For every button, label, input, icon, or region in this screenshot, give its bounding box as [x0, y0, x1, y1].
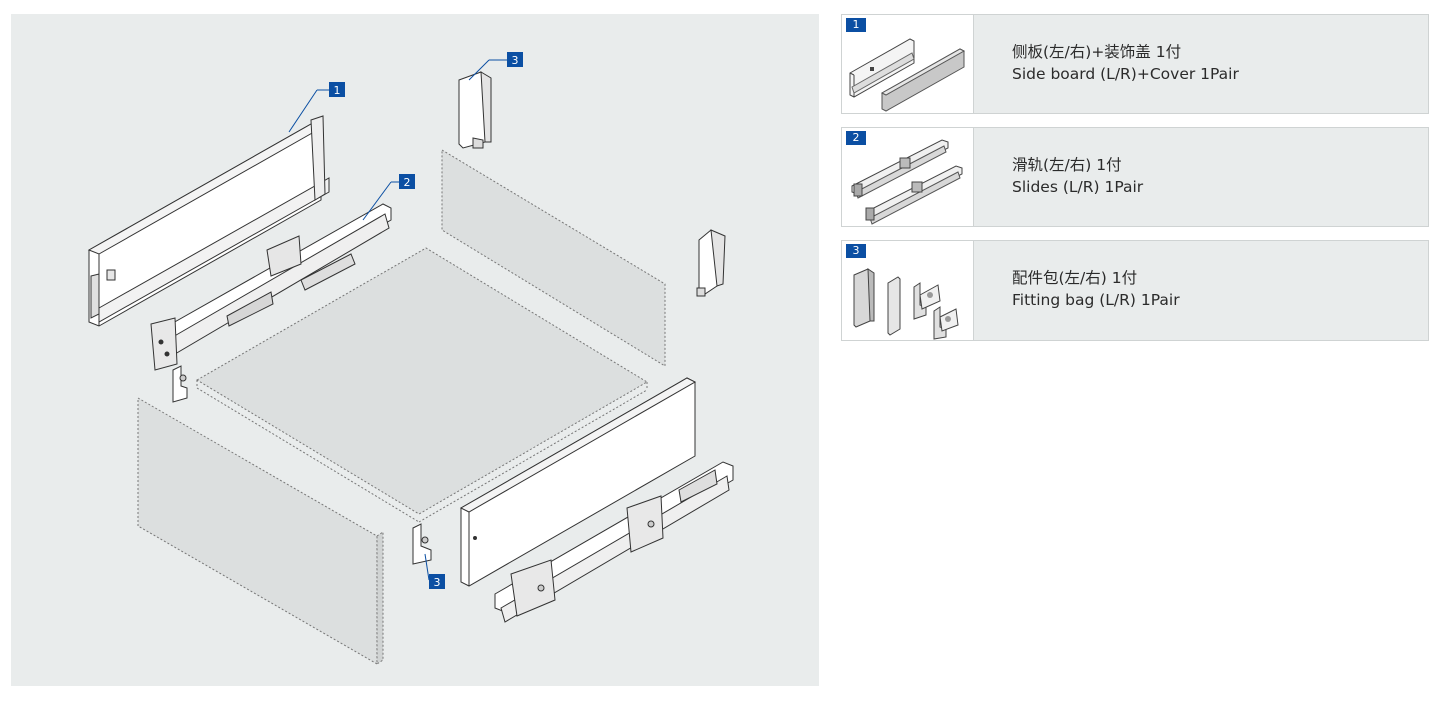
- marker-1: 1: [329, 82, 345, 97]
- rear-bracket-right: [696, 229, 726, 297]
- legend-en-2: Slides (L/R) 1Pair: [1012, 178, 1144, 196]
- marker-2: 2: [399, 174, 415, 189]
- legend-number-3: 3: [846, 244, 866, 258]
- marker-1-label: 1: [334, 84, 341, 97]
- legend-cn-3: 配件包(左/右) 1付: [1012, 269, 1138, 287]
- legend-en-3: Fitting bag (L/R) 1Pair: [1012, 291, 1180, 309]
- legend-item-2: 2 滑轨(左/右) 1付 Slides (L/R) 1Pair: [841, 127, 1429, 227]
- legend-number-1: 1: [846, 18, 866, 32]
- legend-thumbnail-3: 3: [842, 241, 974, 340]
- fitting-bag-icon: [853, 268, 959, 340]
- right-slide-rail: [494, 461, 734, 623]
- drawer-assembly-drawing: 1 2 3 3: [87, 52, 734, 665]
- legend-item-3: 3 配件包(左/右) 1付 Fitting bag (L/R) 1Pair: [841, 240, 1429, 341]
- marker-3-top: 3: [507, 52, 523, 67]
- right-side-board: [459, 377, 697, 587]
- legend-thumbnail-1: 1: [842, 15, 974, 113]
- left-slide-rail: [150, 203, 392, 371]
- front-panel: [137, 397, 378, 665]
- legend-text-1: 侧板(左/右)+装饰盖 1付 Side board (L/R)+Cover 1P…: [1012, 41, 1239, 85]
- left-front-bracket: [172, 365, 188, 403]
- left-side-board: [87, 115, 330, 327]
- marker-3-top-label: 3: [512, 54, 519, 67]
- marker-3-bottom: 3: [429, 574, 445, 589]
- legend-cn-2: 滑轨(左/右) 1付: [1012, 156, 1122, 174]
- slide-rail-icon: [851, 139, 963, 225]
- legend-item-1: 1 侧板(左/右)+装饰盖 1付 Side board (L/R)+Cover …: [841, 14, 1429, 114]
- marker-2-label: 2: [404, 176, 411, 189]
- legend-text-2: 滑轨(左/右) 1付 Slides (L/R) 1Pair: [1012, 154, 1143, 198]
- side-board-icon: [849, 38, 966, 112]
- legend-thumbnail-2: 2: [842, 128, 974, 226]
- legend-cn-1: 侧板(左/右)+装饰盖 1付: [1012, 43, 1182, 61]
- exploded-drawer-diagram: 1 2 3 3: [11, 14, 819, 686]
- legend-number-2: 2: [846, 131, 866, 145]
- marker-3-bottom-label: 3: [434, 576, 441, 589]
- rear-bracket-top: [458, 71, 492, 149]
- bottom-panel: [196, 247, 648, 515]
- legend-en-1: Side board (L/R)+Cover 1Pair: [1012, 65, 1239, 83]
- legend-text-3: 配件包(左/右) 1付 Fitting bag (L/R) 1Pair: [1012, 267, 1180, 311]
- back-panel: [441, 149, 666, 367]
- front-bracket-bottom: [412, 523, 432, 565]
